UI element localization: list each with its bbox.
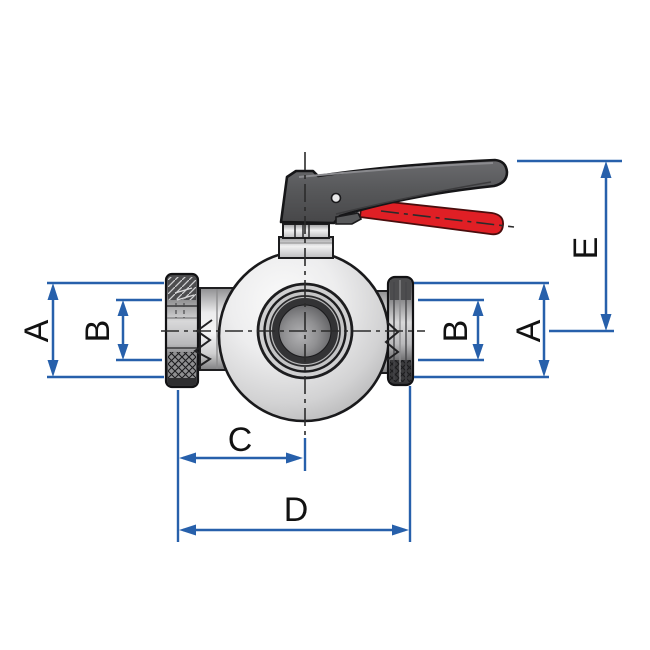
right-break-zigzag [384, 321, 400, 361]
dim-label-b-left: B [79, 320, 117, 343]
handle-clamp-bracket [335, 212, 363, 225]
handle-pivot-hole [330, 192, 342, 204]
left-nut-top-hatch [168, 277, 196, 300]
stem-collar [278, 236, 334, 259]
dim-label-e: E [567, 237, 605, 260]
dim-label-a-right: A [510, 319, 548, 342]
dim-label-d: D [284, 491, 309, 529]
centerlines [161, 152, 425, 436]
dimension-c: C [176, 390, 307, 542]
dimension-e: E [517, 159, 622, 333]
dim-label-c: C [228, 421, 253, 459]
stem-hex [282, 223, 330, 239]
dimension-b-right: B [418, 298, 484, 362]
handle [279, 158, 509, 225]
red-lever-centerline [380, 210, 515, 228]
dim-label-b-right: B [437, 320, 475, 343]
left-nut-crosshatch [168, 352, 196, 378]
handle-highlight [298, 162, 494, 178]
dimension-a-right: A [414, 281, 550, 379]
left-break-zigzag [193, 319, 213, 368]
valve-body [164, 158, 515, 423]
dimension-b-left: B [79, 298, 162, 362]
stem [278, 223, 334, 259]
dimensions: A B B A [18, 159, 622, 542]
dimension-a-left: A [18, 281, 164, 379]
left-nut-bottom-cap [168, 378, 196, 385]
handle-lever-shape [279, 158, 509, 225]
dimension-d: D [179, 386, 412, 542]
dim-label-a-left: A [18, 319, 56, 342]
